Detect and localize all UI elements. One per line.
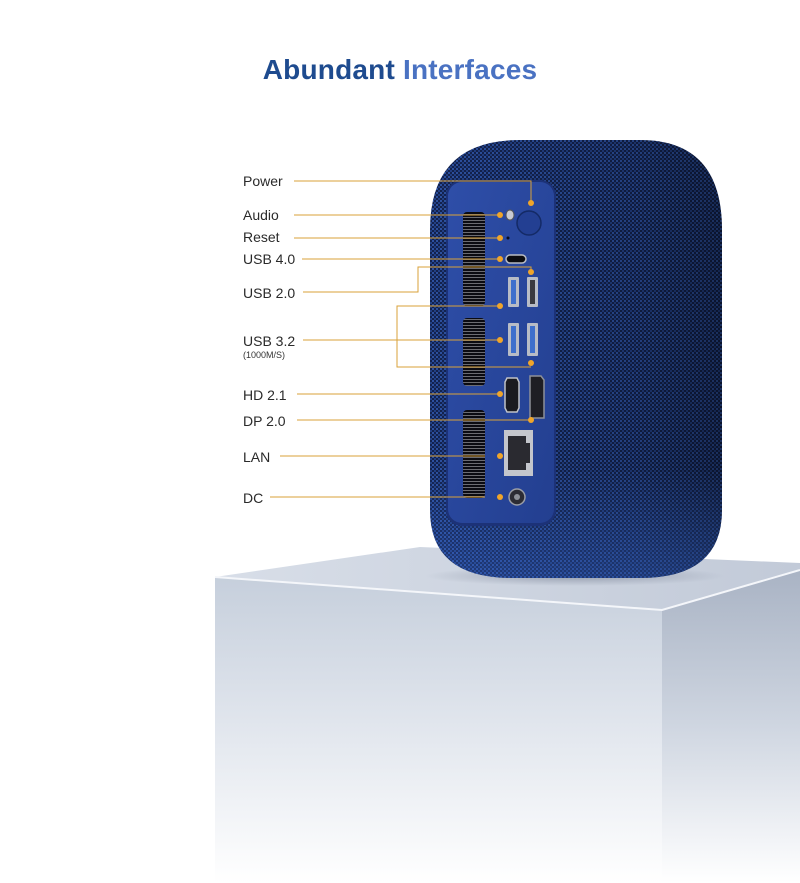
callout-label-usb2: USB 2.0 <box>243 285 296 301</box>
usb2-ports <box>508 277 538 307</box>
audio-jack <box>505 209 515 221</box>
displayport-port <box>529 375 545 419</box>
usb4-port <box>505 254 527 264</box>
title-word-interfaces: Interfaces <box>402 54 538 85</box>
callout-label-audio: Audio <box>243 207 279 223</box>
hdmi-port <box>504 377 520 413</box>
callout-label-hd21: HD 2.1 <box>243 387 287 403</box>
callout-lines <box>270 180 532 498</box>
io-panel <box>446 180 556 526</box>
callout-label-power: Power <box>243 173 283 189</box>
vent-bottom <box>463 410 485 498</box>
callout-label-lan: LAN <box>243 449 271 465</box>
reset-hole <box>506 236 510 240</box>
usb32-bracket <box>396 305 531 368</box>
callout-label-usb32: USB 3.2 <box>243 333 296 349</box>
page-title: Abundant Interfaces <box>0 54 800 86</box>
callout-label-dc: DC <box>243 490 264 506</box>
callout-label-usb4: USB 4.0 <box>243 251 296 267</box>
callout-dots <box>497 200 534 500</box>
callout-label-reset: Reset <box>243 229 280 245</box>
power-button <box>516 210 542 236</box>
title-word-abundant: Abundant <box>262 54 395 85</box>
power-line <box>294 180 532 203</box>
usb32-ports <box>508 323 538 356</box>
vent-middle <box>463 318 485 386</box>
usb2-line <box>303 266 532 293</box>
callout-sublabel-usb32-speed: (1000M/S) <box>243 350 286 360</box>
callout-label-dp20: DP 2.0 <box>243 413 286 429</box>
